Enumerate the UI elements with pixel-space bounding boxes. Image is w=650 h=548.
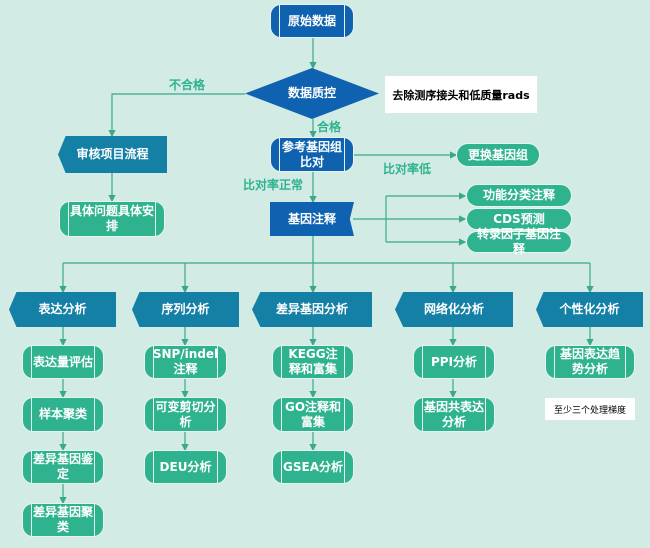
node-deg-clustering: 差异基因聚类 xyxy=(22,503,104,537)
header-sequence-analysis: 序列分析 xyxy=(132,292,239,327)
node-kegg: KEGG注释和富集 xyxy=(272,345,354,379)
node-tf-annotation: 转录因子基因注释 xyxy=(466,227,572,256)
header-expression-analysis: 表达分析 xyxy=(9,292,116,327)
node-cds-prediction: CDS预测 xyxy=(466,208,572,230)
label-fail: 不合格 xyxy=(169,78,206,92)
qc-note: 去除测序接头和低质量rads xyxy=(385,76,537,113)
header-deg-analysis: 差异基因分析 xyxy=(252,292,372,327)
node-expression-trend: 基因表达趋势分析 xyxy=(545,345,635,379)
custom-note: 至少三个处理梯度 xyxy=(545,398,635,420)
label-low-rate: 比对率低 xyxy=(383,162,432,176)
label-normal-rate: 比对率正常 xyxy=(243,178,304,192)
node-review-process: 审核项目流程 xyxy=(58,136,167,173)
node-deg-identification: 差异基因鉴定 xyxy=(22,450,104,484)
node-ppi: PPI分析 xyxy=(413,345,495,379)
node-deu: DEU分析 xyxy=(144,450,227,484)
node-genome-alignment: 参考基因组比对 xyxy=(270,137,354,172)
node-gene-annotation: 基因注释 xyxy=(270,202,354,236)
node-expression-quant: 表达量评估 xyxy=(22,345,104,379)
header-network-analysis: 网络化分析 xyxy=(395,292,513,327)
node-alt-splicing: 可变剪切分析 xyxy=(144,397,227,432)
node-gsea: GSEA分析 xyxy=(272,450,354,484)
node-functional-annotation: 功能分类注释 xyxy=(466,184,572,207)
node-go: GO注释和富集 xyxy=(272,397,354,432)
node-change-genome: 更换基因组 xyxy=(456,143,540,167)
node-sample-clustering: 样本聚类 xyxy=(22,397,104,432)
node-coexpression: 基因共表达分析 xyxy=(413,397,495,432)
node-specific-arrangement: 具体问题具体安排 xyxy=(59,201,165,237)
node-raw-data: 原始数据 xyxy=(270,4,354,38)
label-pass: 合格 xyxy=(317,120,342,134)
header-custom-analysis: 个性化分析 xyxy=(536,292,643,327)
node-snp-indel: SNP/indel注释 xyxy=(144,345,227,379)
